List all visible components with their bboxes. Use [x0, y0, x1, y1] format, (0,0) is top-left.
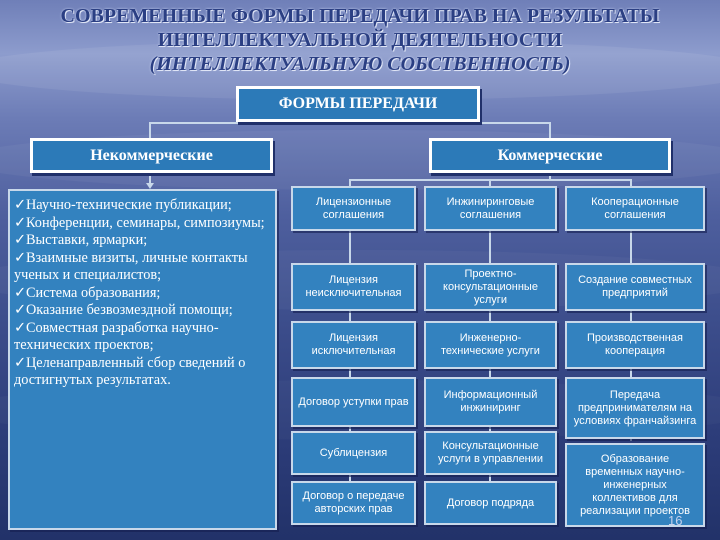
col3-item: Передача предпринимателям на условиях фр…: [565, 377, 705, 439]
root-label: ФОРМЫ ПЕРЕДАЧИ: [278, 95, 438, 112]
commercial-label: Коммерческие: [497, 146, 603, 164]
col1-item: Лицензия исключительная: [291, 321, 416, 369]
col1-item: Лицензия неисключительная: [291, 263, 416, 311]
col2-item: Проектно-консультационные услуги: [424, 263, 557, 311]
col3-item-label: Образование временных научно-инженерных …: [580, 452, 690, 517]
col1-item-label: Лицензия неисключительная: [305, 274, 402, 299]
col2-item-label: Договор подряда: [446, 496, 535, 509]
noncommercial-list: ✓Научно-технические публикации; ✓Конфере…: [8, 189, 277, 530]
col3-header-label: Кооперационные соглашения: [591, 195, 679, 221]
slide-title: СОВРЕМЕННЫЕ ФОРМЫ ПЕРЕДАЧИ ПРАВ НА РЕЗУЛ…: [0, 4, 720, 76]
col3-item: Создание совместных предприятий: [565, 263, 705, 311]
title-line-3: (ИНТЕЛЛЕКТУАЛЬНУЮ СОБСТВЕННОСТЬ): [149, 53, 571, 75]
root-box: ФОРМЫ ПЕРЕДАЧИ: [236, 86, 480, 122]
col2-item-label: Проектно-консультационные услуги: [443, 267, 538, 306]
col2-item: Договор подряда: [424, 481, 557, 525]
noncommercial-box: Некоммерческие: [30, 138, 273, 173]
list-item: ✓Научно-технические публикации;: [14, 197, 232, 213]
col1-item-label: Лицензия исключительная: [311, 332, 396, 357]
col1-header: Лицензионные соглашения: [291, 186, 416, 231]
col2-item: Инженерно-технические услуги: [424, 321, 557, 369]
list-item: ✓Совместная разработка научно-технически…: [14, 319, 219, 354]
col1-header-label: Лицензионные соглашения: [315, 195, 392, 221]
col3-header: Кооперационные соглашения: [565, 186, 705, 231]
commercial-box: Коммерческие: [429, 138, 671, 173]
col2-header: Инжиниринговые соглашения: [424, 186, 557, 231]
list-item: ✓Целенаправленный сбор сведений о достиг…: [14, 354, 246, 389]
col1-item: Сублицензия: [291, 431, 416, 475]
page-number: 16: [668, 513, 683, 528]
col1-item: Договор уступки прав: [291, 377, 416, 427]
col1-item-label: Договор уступки прав: [298, 395, 409, 408]
col3-item: Производственная кооперация: [565, 321, 705, 369]
col3-item-label: Создание совместных предприятий: [578, 274, 692, 299]
title-line-2: ИНТЕЛЛЕКТУАЛЬНОЙ ДЕЯТЕЛЬНОСТИ: [157, 29, 563, 51]
col2-header-label: Инжиниринговые соглашения: [446, 195, 535, 221]
noncommercial-label: Некоммерческие: [90, 146, 213, 164]
list-item: ✓Конференции, семинары, симпозиумы;: [14, 214, 265, 231]
col2-item: Информационный инжиниринг: [424, 377, 557, 427]
col2-item-label: Информационный инжиниринг: [443, 389, 538, 414]
col3-item-label: Передача предпринимателям на условиях фр…: [573, 388, 697, 427]
col2-item-label: Консультационные услуги в управлении: [437, 440, 544, 465]
arrow-noncommercial: [146, 183, 154, 189]
col1-item: Договор о передаче авторских прав: [291, 481, 416, 525]
list-item: ✓Система образования;: [14, 284, 161, 301]
col1-item-label: Сублицензия: [319, 446, 388, 459]
col3-item-label: Производственная кооперация: [587, 332, 683, 357]
title-line-1: СОВРЕМЕННЫЕ ФОРМЫ ПЕРЕДАЧИ ПРАВ НА РЕЗУЛ…: [60, 5, 660, 27]
list-item: ✓Оказание безвозмездной помощи;: [14, 302, 233, 318]
connector-root-branches: [149, 122, 551, 138]
col1-item-label: Договор о передаче авторских прав: [302, 490, 405, 515]
col2-item: Консультационные услуги в управлении: [424, 431, 557, 475]
col2-item-label: Инженерно-технические услуги: [441, 332, 540, 357]
list-item: ✓Выставки, ярмарки;: [14, 232, 148, 248]
list-item: ✓Взаимные визиты, личные контакты ученых…: [14, 249, 248, 284]
col3-item: Образование временных научно-инженерных …: [565, 443, 705, 527]
